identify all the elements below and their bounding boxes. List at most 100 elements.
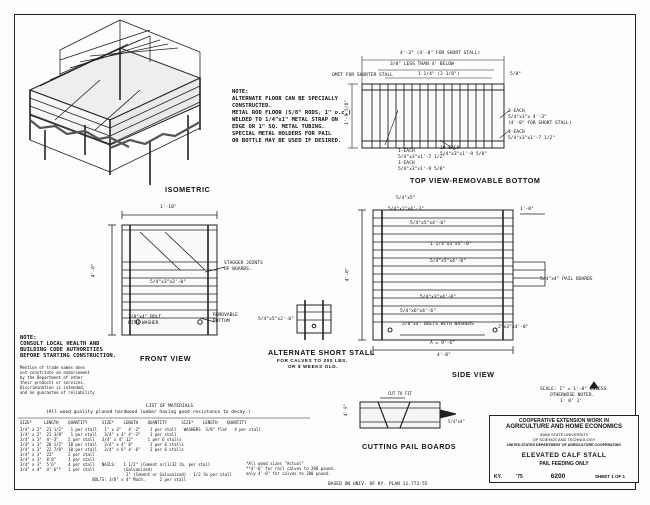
side-dim-top: 1'-0" — [520, 207, 534, 212]
side-bolts: 3/8"x4" BOLTS WITH WASHERS — [402, 322, 474, 327]
alternate-short-stall-label: ALTERNATE SHORT STALL — [268, 348, 375, 357]
materials-row-8: 3/4" x 3" 5'6" 4 per stall NAILS: 1 1/2"… — [20, 462, 211, 467]
tb-subtitle: PAIL FEEDING ONLY — [539, 461, 589, 467]
materials-subtitle: (All wood quality planed hardwood lumber… — [46, 410, 251, 415]
note-line-4: WELDED TO 1/4"x1" METAL STRAP ON — [232, 117, 338, 123]
note-line-7: OR BOTTLE MAY BE USED IF DESIRED. — [232, 138, 342, 144]
tb-state: KY. — [494, 474, 502, 480]
callout-1-each-right-size: 5/4"x3"x1'-7 1/2" — [508, 136, 556, 141]
bolt-note-2: WITH WASHER — [128, 321, 159, 326]
materials-row-2: 3/4" x 2" 21 3/8" 1 per stall 3/4" x 4" … — [20, 432, 177, 437]
tb-line-1: COOPERATIVE EXTENSION WORK IN — [519, 418, 609, 424]
callout-1-each-bottom-size: 5/4"x3"x1'-9 5/8" — [398, 167, 446, 172]
callout-2-each-short: (4'-0" FOR SHORT STALL) — [508, 121, 572, 126]
dim-top-width: 4'-3" (4'-0" FOR SHORT STALL) — [400, 51, 481, 56]
side-dim-ab: A = 9'-6" — [430, 341, 455, 346]
tb-line-3: IOWA STATE UNIVERSITY — [539, 432, 589, 437]
side-dim-length: 4'-0" — [437, 353, 451, 358]
side-rail-4: 5/4"x5"x4'-0" — [430, 259, 466, 264]
wood-note-3: only 4'-0" for calves to 200 pound. — [246, 471, 331, 476]
side-dim-height: 4'-0" — [345, 267, 351, 282]
materials-row-6: 3/4" x 3" 22" 2 per stall — [20, 452, 95, 457]
note-line-6: SPECIAL METAL HOLDERS FOR PAIL — [232, 131, 332, 137]
pail-boards-label: 5/4"x4" PAIL BOARDS — [540, 277, 593, 282]
dim-edge: 5/8" — [510, 72, 522, 77]
isometric-drawing — [28, 19, 202, 185]
top-view-drawing — [348, 56, 511, 151]
callout-10-each-size: 5/4"x3"x1'-9 5/8" — [440, 152, 488, 157]
stagger-note-2: OF BOARDS. — [224, 267, 252, 272]
based-on-note: BASED ON UNIV. OF KY. PLAN 11.772-55 — [328, 482, 428, 487]
materials-row-5: 3/4" x 3" 22 7/8" 10 per stall 3/4" x 6"… — [20, 447, 184, 452]
mention-2: not constitute an endorsement — [20, 370, 90, 375]
sheet-border — [14, 14, 636, 490]
mention-3: by the Department of other — [20, 375, 83, 380]
scale-line-2: OTHERWISE NOTED. — [550, 393, 595, 398]
mention-4: their products or services. — [20, 380, 86, 385]
tb-title: ELEVATED CALF STALL — [521, 452, 607, 459]
callout-1-each-right: 1-EACH — [508, 130, 525, 135]
side-view-drawing — [358, 209, 546, 354]
note-line-1: ALTERNATE FLOOR CAN BE SPECIALLY — [232, 96, 338, 102]
materials-row-1: 3/4" x 2" 21 1/2" 1 per stall 1" x 3" 4'… — [20, 427, 261, 432]
materials-header: SIZE* LENGTH QUANTITY SIZE* LENGTH QUANT… — [20, 420, 247, 425]
side-bottom-rail: 2"x3"x4'-0" — [498, 325, 529, 330]
tb-line-2: AGRICULTURE AND HOME ECONOMICS — [506, 424, 622, 430]
consult-note-1: NOTE: — [20, 335, 37, 341]
note-line-5: EDGE OR 1" SQ. METAL TUBING. — [232, 124, 325, 130]
tb-line-5: UNITED STATES DEPARTMENT OF AGRICULTURE … — [507, 443, 621, 447]
materials-row-9: 3/4" x 4" 4'-6"* 1 per stall (Galvanized… — [20, 467, 153, 472]
mention-6: and no guarantee of reliability — [20, 390, 95, 395]
removable-bottom-2: BOTTOM — [213, 319, 230, 324]
scale-line-3: 1' 0' 1' — [560, 399, 583, 404]
cutting-board-size: 5/4"x4" — [448, 419, 465, 424]
dim-less-than: 3/8" LESS THAN 4' BELOW — [390, 62, 454, 67]
dim-front-width: 1'-10" — [160, 205, 177, 210]
front-view-drawing — [108, 211, 226, 336]
dim-front-height: 4'-0" — [91, 263, 97, 278]
callout-1-each-left: 1-EACH — [398, 149, 415, 154]
side-view-label: SIDE VIEW — [452, 370, 495, 379]
cut-to-fit: CUT TO FIT — [388, 391, 413, 396]
materials-row-11: BOLTS: 3/8" x 4" Mach. 2 per stall — [20, 477, 187, 482]
front-board-spec: 5/4"x3"x2'-0" — [150, 280, 186, 285]
isometric-label: ISOMETRIC — [165, 185, 211, 194]
materials-title: LIST OF MATERIALS — [146, 404, 194, 409]
omit-note: OMIT FOR SHORTER STALL — [332, 73, 393, 78]
side-rail-5: 5/4"x3"x4'-0" — [420, 295, 456, 300]
callout-1-each-left-size: 5/4"x3"x1'-7 1/2" — [398, 155, 446, 160]
consult-note-3: BUILDING CODE AUTHORITIES — [20, 347, 103, 353]
title-block: COOPERATIVE EXTENSION WORK IN AGRICULTUR… — [489, 415, 639, 483]
note-heading: NOTE: — [232, 89, 249, 95]
note-line-2: CONSTRUCTED. — [232, 103, 272, 109]
materials-row-10: 2" (Cement or Galvanized) - 1/2 lb per s… — [20, 472, 232, 477]
alternate-stall-note-1: FOR CALVES TO 200 LBS. — [277, 358, 348, 363]
note-line-3: METAL ROD FLOOR (5/8" RODS, 1" o.c.) — [232, 110, 352, 116]
bolt-note-1: 3/8"x4" BOLT — [128, 315, 162, 320]
side-rail-3: 1 1/4"x3"x5'-0" — [430, 242, 472, 247]
side-top-board: 5/4"x5" — [396, 196, 416, 201]
scale-arrow-icon — [589, 381, 599, 389]
stagger-note-1: STAGGER JOINTS — [224, 261, 263, 266]
side-rail-2: 5/4"x5"x4'-0" — [410, 221, 446, 226]
wood-note-1: *All wood sizes "Actual" — [246, 461, 304, 466]
dim-spacing: 1 1/4" (2 1/8") — [418, 72, 460, 77]
materials-row-4: 3/4" x 3" 20 1/2" 10 per stall 3/4" x 4"… — [20, 442, 184, 447]
alternate-stall-note-2: OR 8 WEEKS OLD. — [288, 364, 339, 369]
cutting-dim: 4'-0" — [342, 404, 348, 417]
callout-1-each-bottom: 1-EACH — [398, 161, 415, 166]
mention-5: Discrimination is intended, — [20, 385, 86, 390]
cutting-pail-boards-label: CUTTING PAIL BOARDS — [362, 442, 457, 451]
consult-note-4: BEFORE STARTING CONSTRUCTION. — [20, 353, 117, 359]
tb-sheet: SHEET 1 OF 1 — [594, 474, 625, 479]
materials-row-3: 3/4" x 3" 4'-3" 2 per stall 3/4" x 4" 12… — [20, 437, 182, 442]
front-view-label: FRONT VIEW — [140, 354, 192, 363]
alt-stall-board: 5/4"x5"x2'-0" — [258, 317, 294, 322]
side-rail-6: 5/4"x6"x4'-6" — [400, 309, 436, 314]
materials-row-7: 3/4" x 3" 8'0" 1 per stall — [20, 457, 95, 462]
tb-line-4: OF SCIENCE AND TECHNOLOGY — [532, 437, 596, 442]
callout-2-each-size: 5/4"x3"x 4'-3" — [508, 115, 547, 120]
alternate-short-stall-drawing — [296, 300, 332, 340]
